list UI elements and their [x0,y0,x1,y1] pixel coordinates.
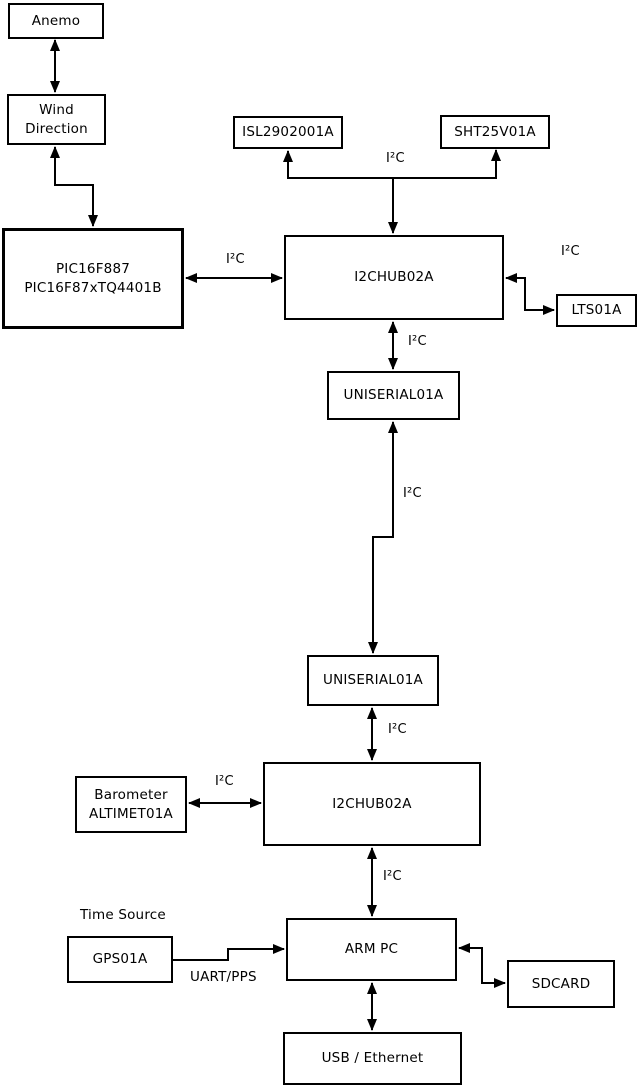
node-pic16f887-label-line1: PIC16F887 [55,260,131,277]
node-i2chub02a-top: I2CHUB02A [284,235,504,320]
i2c-label-hub-top-branch: I²C [386,151,405,166]
connector-wind-direction-pic [50,146,98,227]
node-usb-ethernet-label: USB / Ethernet [321,1050,424,1066]
node-i2chub02a-bottom-label: I2CHUB02A [332,795,412,812]
node-isl2902001a: ISL2902001A [233,116,343,149]
node-usb-ethernet: USB / Ethernet [283,1032,462,1085]
node-sht25v01a-label: SHT25V01A [454,123,536,140]
node-sdcard-label: SDCARD [531,975,591,992]
node-anemo: Anemo [8,3,104,39]
i2c-label-uniserial-link: I²C [403,486,422,501]
connector-arm-pc-sdcard [458,943,506,988]
i2c-label-barometer-hub-bottom: I²C [215,774,234,789]
node-arm-pc: ARM PC [286,918,457,981]
uart-pps-label: UART/PPS [190,969,257,985]
node-barometer-altimet01a: Barometer ALTIMET01A [75,776,187,833]
i2c-label-uniserial-hub-bottom: I²C [388,722,407,737]
node-pic16f887: PIC16F887 PIC16F87xTQ4401B [2,228,184,329]
node-uniserial01a-top-label: UNISERIAL01A [343,387,444,403]
time-source-label: Time Source [80,907,166,923]
connector-gps-arm-pc [173,944,285,961]
node-isl2902001a-label: ISL2902001A [242,124,334,140]
node-sdcard: SDCARD [507,960,615,1008]
i2c-label-hub-top-lts: I²C [561,244,580,259]
i2c-label-hub-bottom-arm-pc: I²C [383,869,402,884]
node-gps01a-label: GPS01A [92,951,148,967]
node-wind-direction-label-line2: Direction [25,120,88,137]
node-pic16f887-label-line2: PIC16F87xTQ4401B [24,279,162,296]
connector-hub-top-lts [505,273,555,315]
i2c-label-pic-hub-top: I²C [226,252,245,267]
i2c-label-hub-top-uniserial: I²C [408,334,427,349]
node-arm-pc-label: ARM PC [344,941,399,957]
node-sht25v01a: SHT25V01A [440,115,550,149]
connector-uniserial-top-uniserial-bottom [368,421,398,654]
node-i2chub02a-top-label: I2CHUB02A [354,269,434,285]
node-uniserial01a-bottom: UNISERIAL01A [307,655,439,706]
node-gps01a: GPS01A [67,936,173,983]
node-uniserial01a-bottom-label: UNISERIAL01A [323,672,423,688]
node-anemo-label: Anemo [31,12,81,29]
node-lts01a-label: LTS01A [571,302,622,318]
node-lts01a: LTS01A [556,294,637,327]
node-wind-direction: Wind Direction [7,94,106,145]
node-wind-direction-label-line1: Wind [39,101,74,118]
node-barometer-label-line1: Barometer [94,786,168,803]
node-i2chub02a-bottom: I2CHUB02A [263,762,481,846]
node-barometer-label-line2: ALTIMET01A [89,805,173,822]
node-uniserial01a-top: UNISERIAL01A [327,371,460,420]
